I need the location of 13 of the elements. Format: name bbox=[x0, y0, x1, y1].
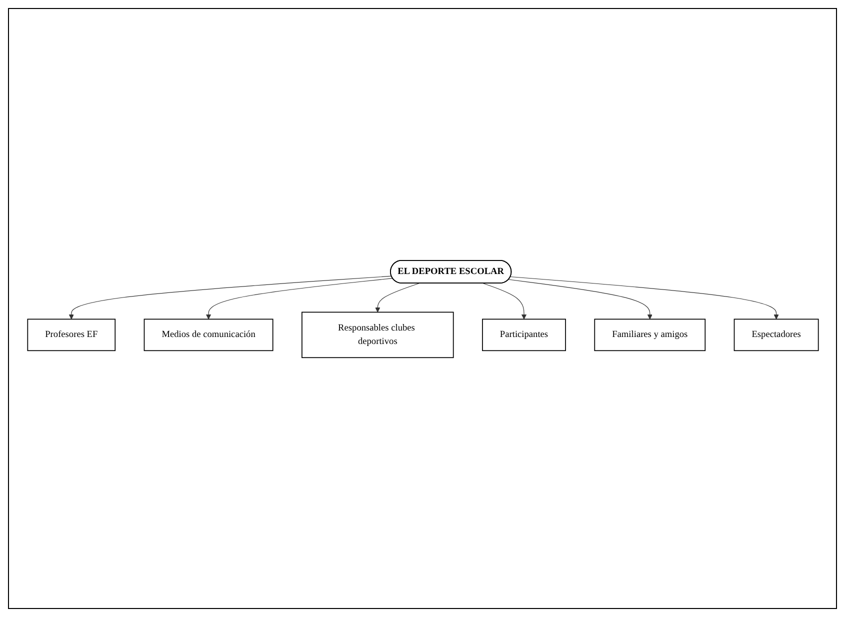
node-box bbox=[143, 318, 273, 351]
node-box bbox=[301, 311, 454, 358]
node-box bbox=[482, 318, 566, 351]
arrow bbox=[374, 282, 419, 312]
node-box bbox=[594, 318, 706, 351]
arrow bbox=[508, 278, 652, 319]
node-box bbox=[26, 318, 116, 351]
node-box bbox=[733, 318, 818, 351]
arrow bbox=[510, 276, 778, 319]
diagram-frame: Profesores EF Medios de comunicación Responsables clubes deportivos EL DEPORTE ESCOLAR Participantes Familiares y amigos Espectadores bbox=[8, 8, 837, 609]
arrow bbox=[482, 282, 526, 319]
arrow bbox=[68, 275, 392, 319]
arrow bbox=[205, 277, 392, 319]
